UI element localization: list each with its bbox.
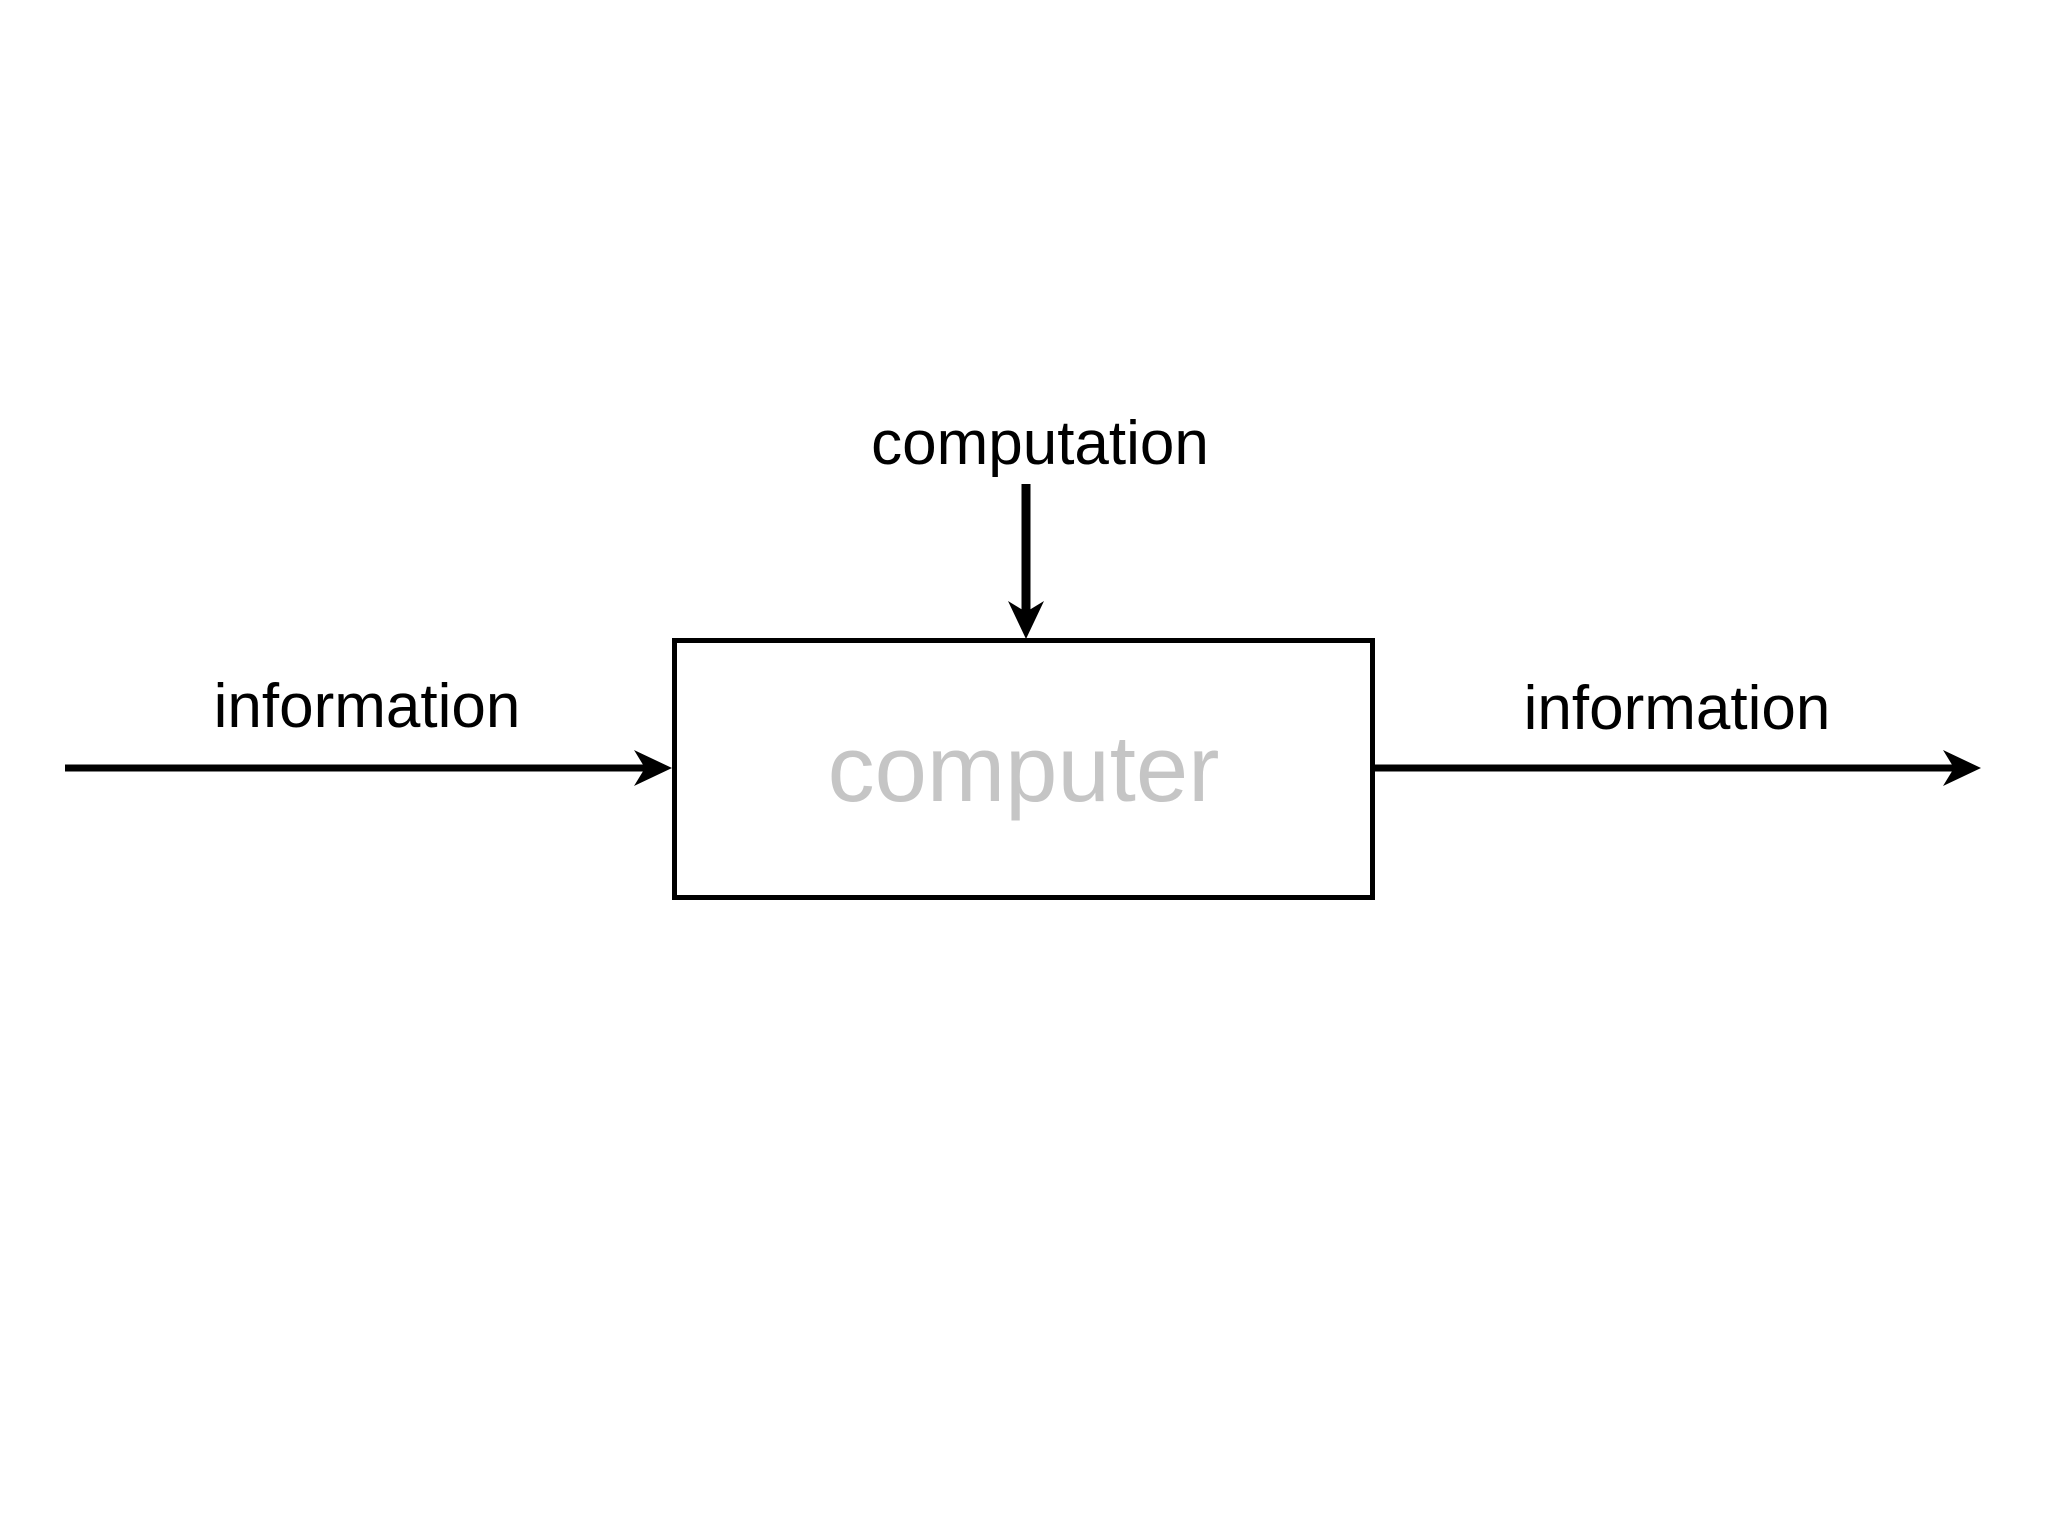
computation-label: computation xyxy=(871,409,1209,478)
output-arrow-head-icon xyxy=(1943,750,1981,786)
input-arrow-head-icon xyxy=(634,750,672,786)
computation-arrow xyxy=(1008,484,1044,639)
computer-box-label: computer xyxy=(827,716,1220,821)
input-information-label: information xyxy=(213,672,521,741)
output-arrow xyxy=(1375,750,1981,786)
computer-box: computer xyxy=(672,638,1375,900)
output-information-label: information xyxy=(1523,674,1831,743)
computation-arrow-head-icon xyxy=(1008,601,1044,639)
input-arrow xyxy=(65,750,672,786)
